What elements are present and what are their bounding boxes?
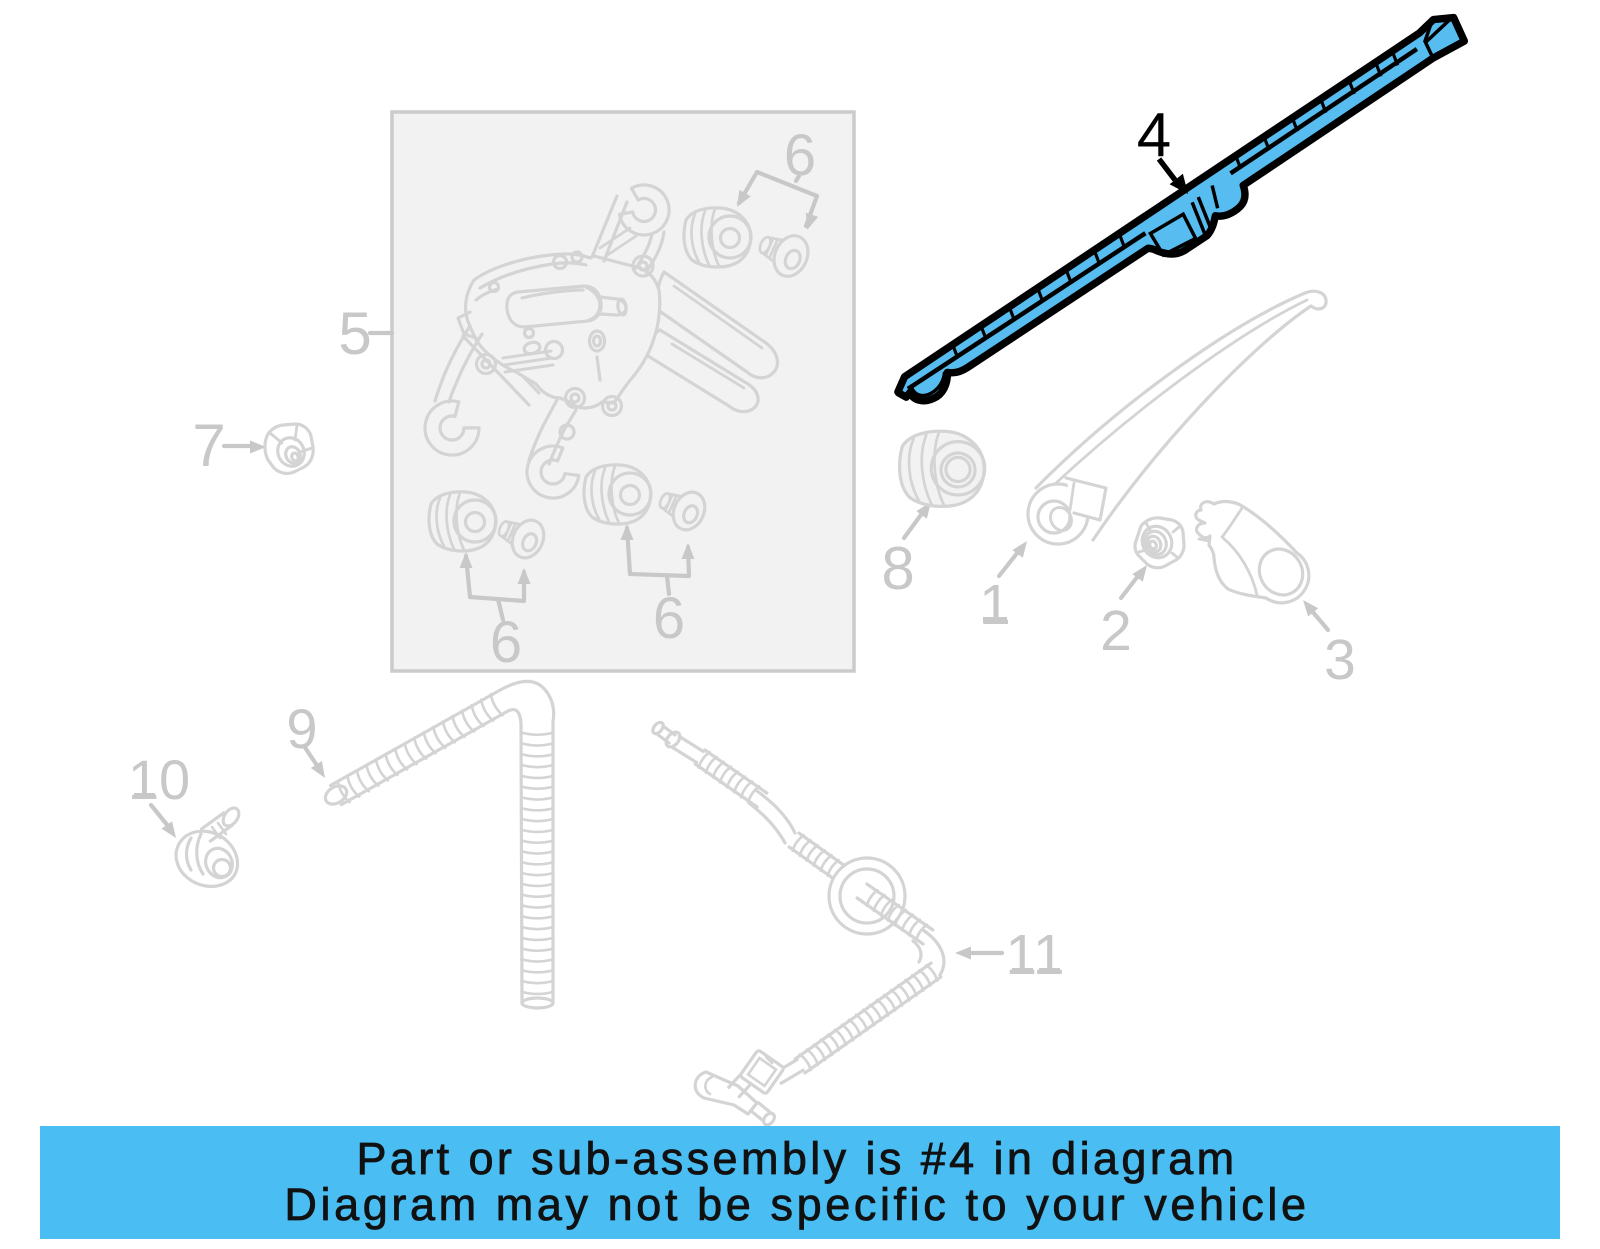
svg-text:11: 11 [1005, 923, 1064, 987]
svg-text:6: 6 [490, 610, 522, 675]
svg-text:8: 8 [881, 535, 914, 602]
svg-text:6: 6 [653, 586, 685, 651]
svg-text:4: 4 [1137, 101, 1171, 170]
svg-text:7: 7 [192, 412, 225, 479]
svg-text:1: 1 [979, 573, 1011, 637]
svg-text:10: 10 [128, 748, 190, 811]
svg-text:2: 2 [1100, 599, 1132, 663]
svg-text:5: 5 [338, 300, 371, 367]
svg-text:Diagram may not be specific to: Diagram may not be specific to your vehi… [284, 1179, 1309, 1230]
svg-text:Part or sub-assembly is #4 in: Part or sub-assembly is #4 in diagram [356, 1133, 1237, 1184]
svg-text:3: 3 [1324, 628, 1356, 692]
svg-text:9: 9 [286, 697, 317, 760]
